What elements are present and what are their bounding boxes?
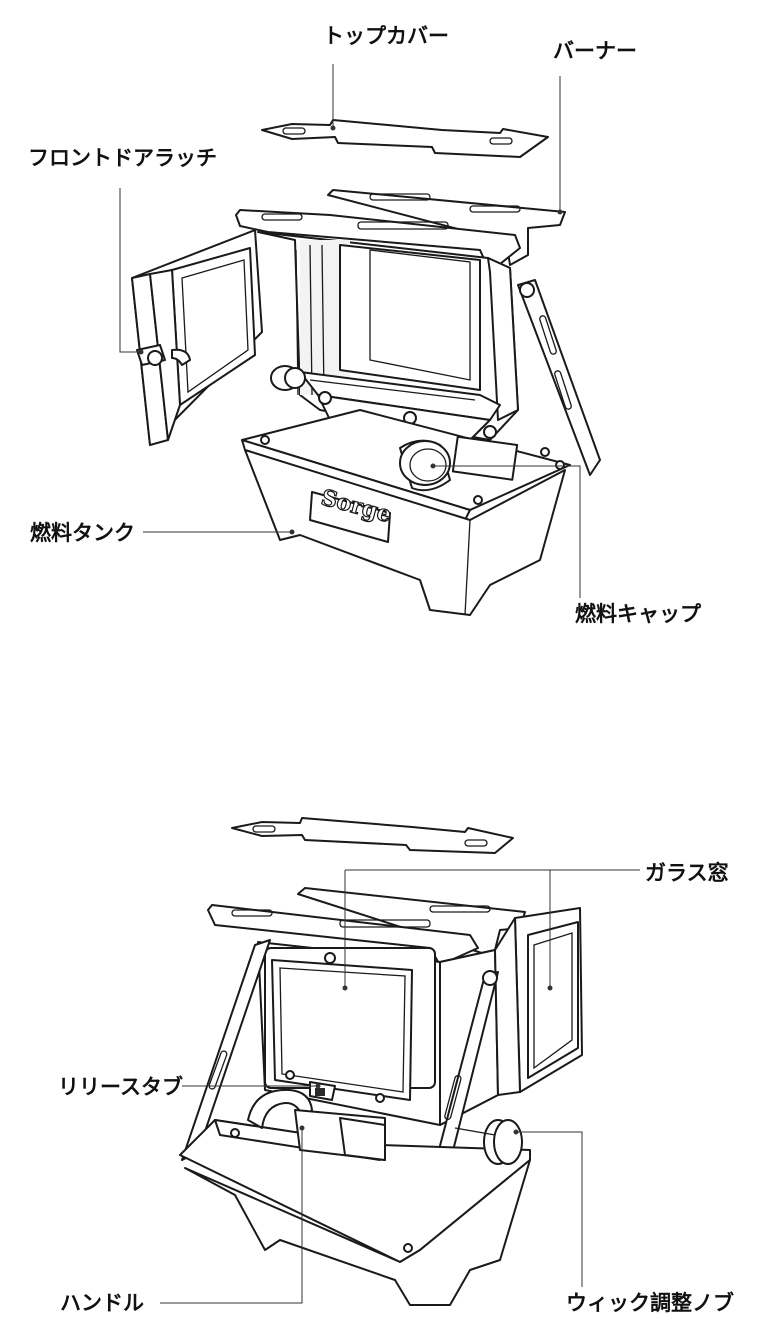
fuel-tank-part: Sorge [241, 409, 571, 616]
handle-part [247, 1088, 386, 1161]
top-callouts: トップカバー バーナー フロントドアラッチ 燃料タンク 燃料キャップ [28, 24, 702, 626]
label-release-tab: リリースタブ [58, 1075, 183, 1099]
wick-knob-part [454, 1119, 523, 1165]
front-door-latch-part [136, 344, 191, 366]
top-cover-part-2 [231, 817, 514, 854]
top-cover-part [261, 119, 549, 158]
side-stand-top [517, 279, 601, 476]
label-front-door-latch: フロントドアラッチ [28, 146, 217, 170]
label-top-cover: トップカバー [323, 24, 449, 48]
fuel-cap-part [399, 435, 519, 492]
top-figure: Sorge トップカバー バーナー フロントドアラッチ 燃料タンク 燃料キャップ [28, 24, 702, 626]
burner-part [235, 189, 566, 273]
glass-window-side [494, 907, 583, 1096]
fuel-tank-part-2 [179, 1119, 531, 1306]
release-tab-part [309, 1081, 336, 1101]
label-fuel-tank: 燃料タンク [30, 521, 135, 545]
bottom-figure: ガラス窓 リリースタブ ハンドル ウィック調整ノブ [58, 817, 734, 1315]
label-glass-window: ガラス窓 [645, 861, 729, 885]
glass-window-front [271, 952, 413, 1103]
label-wick-knob: ウィック調整ノブ [566, 1291, 734, 1315]
label-handle: ハンドル [60, 1291, 144, 1315]
label-burner: バーナー [553, 39, 637, 63]
front-door [131, 229, 263, 446]
bottom-callouts: ガラス窓 リリースタブ ハンドル ウィック調整ノブ [58, 861, 734, 1315]
label-fuel-cap: 燃料キャップ [575, 602, 702, 626]
